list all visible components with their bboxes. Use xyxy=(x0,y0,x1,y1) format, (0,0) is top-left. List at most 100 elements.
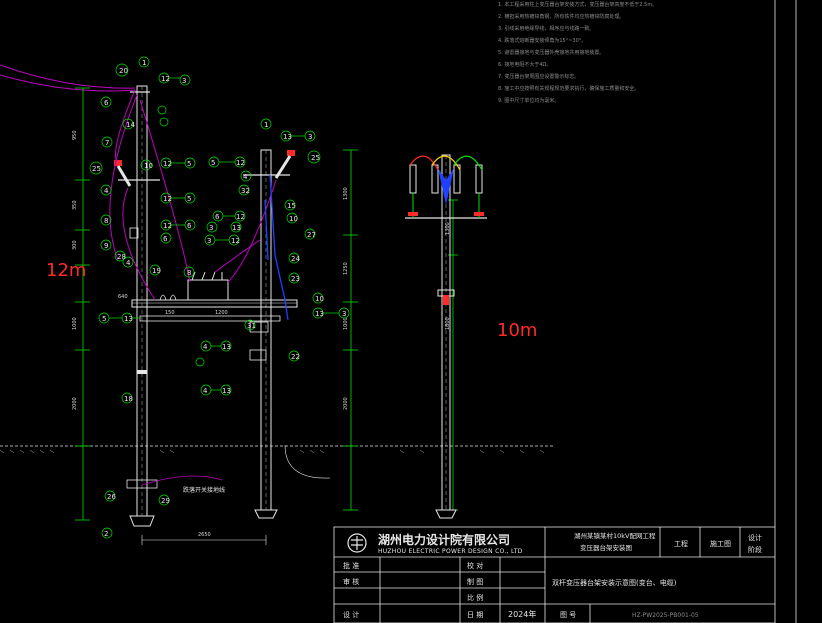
svg-text:1800: 1800 xyxy=(445,317,451,330)
svg-text:8: 8 xyxy=(104,217,108,225)
svg-text:2000: 2000 xyxy=(72,397,78,410)
svg-text:3: 3 xyxy=(209,224,213,232)
svg-text:6: 6 xyxy=(215,213,220,221)
svg-text:27: 27 xyxy=(307,231,316,239)
company-logo xyxy=(347,533,367,553)
svg-text:5: 5 xyxy=(187,160,191,168)
svg-text:4: 4 xyxy=(104,187,109,195)
svg-text:13: 13 xyxy=(315,310,324,318)
svg-text:10: 10 xyxy=(315,295,324,303)
svg-text:29: 29 xyxy=(161,497,170,505)
drawing-no-label: 图 号 xyxy=(560,611,576,619)
callout-numbers: 20 1 12 3 6 14 7 25 4 8 9 28 4 19 8 5 13… xyxy=(92,59,346,538)
svg-text:跌落开关接地线: 跌落开关接地线 xyxy=(183,486,225,494)
ground-line xyxy=(0,445,555,454)
svg-text:5. 避雷器接地与变压器外壳接地共用接地装置。: 5. 避雷器接地与变压器外壳接地共用接地装置。 xyxy=(498,49,604,56)
dimensions-right xyxy=(343,149,458,511)
row-mid-2: 制 图 xyxy=(467,577,483,586)
svg-text:2650: 2650 xyxy=(198,532,211,538)
blue-leads xyxy=(264,174,289,321)
svg-text:350: 350 xyxy=(72,200,78,210)
svg-text:13: 13 xyxy=(124,315,133,323)
dimension-texts: 950 350 300 1000 2000 1300 1250 1000 200… xyxy=(72,130,451,538)
svg-text:3. 引线采用绝缘导线，相序应与线路一致。: 3. 引线采用绝缘导线，相序应与线路一致。 xyxy=(498,25,594,32)
fuse-cutouts xyxy=(114,150,295,187)
svg-text:9. 图中尺寸单位均为毫米。: 9. 图中尺寸单位均为毫米。 xyxy=(498,97,559,104)
svg-text:2: 2 xyxy=(104,530,108,538)
svg-text:5: 5 xyxy=(187,195,191,203)
incoming-wires xyxy=(0,64,277,301)
svg-text:640: 640 xyxy=(118,294,128,300)
pole-height-left-label: 12m xyxy=(46,260,86,281)
svg-text:6: 6 xyxy=(104,99,109,107)
stage-label: 工程 xyxy=(674,539,688,548)
svg-text:10: 10 xyxy=(289,215,298,223)
svg-text:14: 14 xyxy=(126,121,135,129)
svg-text:1000: 1000 xyxy=(343,317,349,330)
svg-text:12: 12 xyxy=(161,75,170,83)
svg-text:3: 3 xyxy=(182,77,186,85)
svg-text:32: 32 xyxy=(241,187,250,195)
svg-text:4: 4 xyxy=(203,343,208,351)
svg-text:1300: 1300 xyxy=(445,222,451,235)
svg-text:12: 12 xyxy=(163,222,172,230)
svg-text:13: 13 xyxy=(222,387,231,395)
svg-text:4: 4 xyxy=(126,259,131,267)
company-name-en: HUZHOU ELECTRIC POWER DESIGN CO., LTD xyxy=(378,548,523,555)
svg-text:4: 4 xyxy=(203,387,208,395)
drawing-date: 2024年 xyxy=(508,609,536,619)
svg-text:5: 5 xyxy=(211,159,215,167)
svg-text:15: 15 xyxy=(287,202,296,210)
svg-text:24: 24 xyxy=(291,255,300,263)
svg-text:12: 12 xyxy=(163,195,172,203)
title-block xyxy=(333,526,776,623)
svg-text:300: 300 xyxy=(72,240,78,250)
type-label: 设计 xyxy=(748,533,762,542)
project-subtitle: 变压器台架安装图 xyxy=(580,543,632,552)
svg-text:4: 4 xyxy=(243,173,248,181)
row-mid-1: 校 对 xyxy=(467,561,483,570)
drawing-number: HZ-PW2025-PB001-05 xyxy=(632,612,699,619)
svg-text:10: 10 xyxy=(144,162,153,170)
dimensions-left xyxy=(75,87,90,521)
stage-value: 施工图 xyxy=(710,539,731,548)
svg-text:1. 本工程采用柱上变压器台架安装方式，变压器台架高度不低于: 1. 本工程采用柱上变压器台架安装方式，变压器台架高度不低于2.5m。 xyxy=(498,1,657,8)
svg-text:1000: 1000 xyxy=(72,317,78,330)
svg-text:7: 7 xyxy=(105,139,109,147)
pole-left xyxy=(126,85,158,527)
svg-text:20: 20 xyxy=(119,67,128,75)
type-value: 阶段 xyxy=(748,545,762,554)
drawing-title: 双杆变压器台架安装示意图(变台、电缆) xyxy=(552,578,677,587)
svg-text:6. 接地电阻不大于4Ω。: 6. 接地电阻不大于4Ω。 xyxy=(498,61,551,68)
svg-text:6: 6 xyxy=(187,222,192,230)
company-name-cn: 湖州电力设计院有限公司 xyxy=(378,532,510,547)
svg-text:8. 施工中应按照有关规程规范要求执行，确保施工质量和安全。: 8. 施工中应按照有关规程规范要求执行，确保施工质量和安全。 xyxy=(498,85,639,92)
svg-text:12: 12 xyxy=(236,213,245,221)
svg-text:1: 1 xyxy=(142,59,146,67)
svg-text:1: 1 xyxy=(264,121,268,129)
row-label-1: 批 准 xyxy=(343,561,359,570)
svg-text:23: 23 xyxy=(291,275,300,283)
svg-text:3: 3 xyxy=(342,310,346,318)
svg-text:1250: 1250 xyxy=(343,262,349,275)
svg-text:150: 150 xyxy=(165,310,175,316)
svg-text:3: 3 xyxy=(308,133,312,141)
svg-text:18: 18 xyxy=(124,395,133,403)
row-label-4: 设 计 xyxy=(343,610,359,619)
svg-text:2. 横担采用热镀锌角钢，所有铁件均应热镀锌防腐处理。: 2. 横担采用热镀锌角钢，所有铁件均应热镀锌防腐处理。 xyxy=(498,13,624,20)
svg-text:1300: 1300 xyxy=(343,187,349,200)
transformer-platform xyxy=(131,271,298,322)
svg-text:12: 12 xyxy=(236,159,245,167)
svg-text:13: 13 xyxy=(232,224,241,232)
svg-text:3: 3 xyxy=(207,237,211,245)
svg-text:25: 25 xyxy=(311,154,320,162)
svg-text:950: 950 xyxy=(72,130,78,140)
drawing-notes: 1. 本工程采用柱上变压器台架安装方式，变压器台架高度不低于2.5m。 2. 横… xyxy=(498,1,657,104)
row-mid-4: 日 期 xyxy=(467,611,483,619)
pole-height-right-label: 10m xyxy=(497,320,537,341)
svg-text:9: 9 xyxy=(104,242,108,250)
svg-text:12: 12 xyxy=(163,160,172,168)
svg-text:6: 6 xyxy=(163,235,168,243)
svg-text:26: 26 xyxy=(107,493,116,501)
